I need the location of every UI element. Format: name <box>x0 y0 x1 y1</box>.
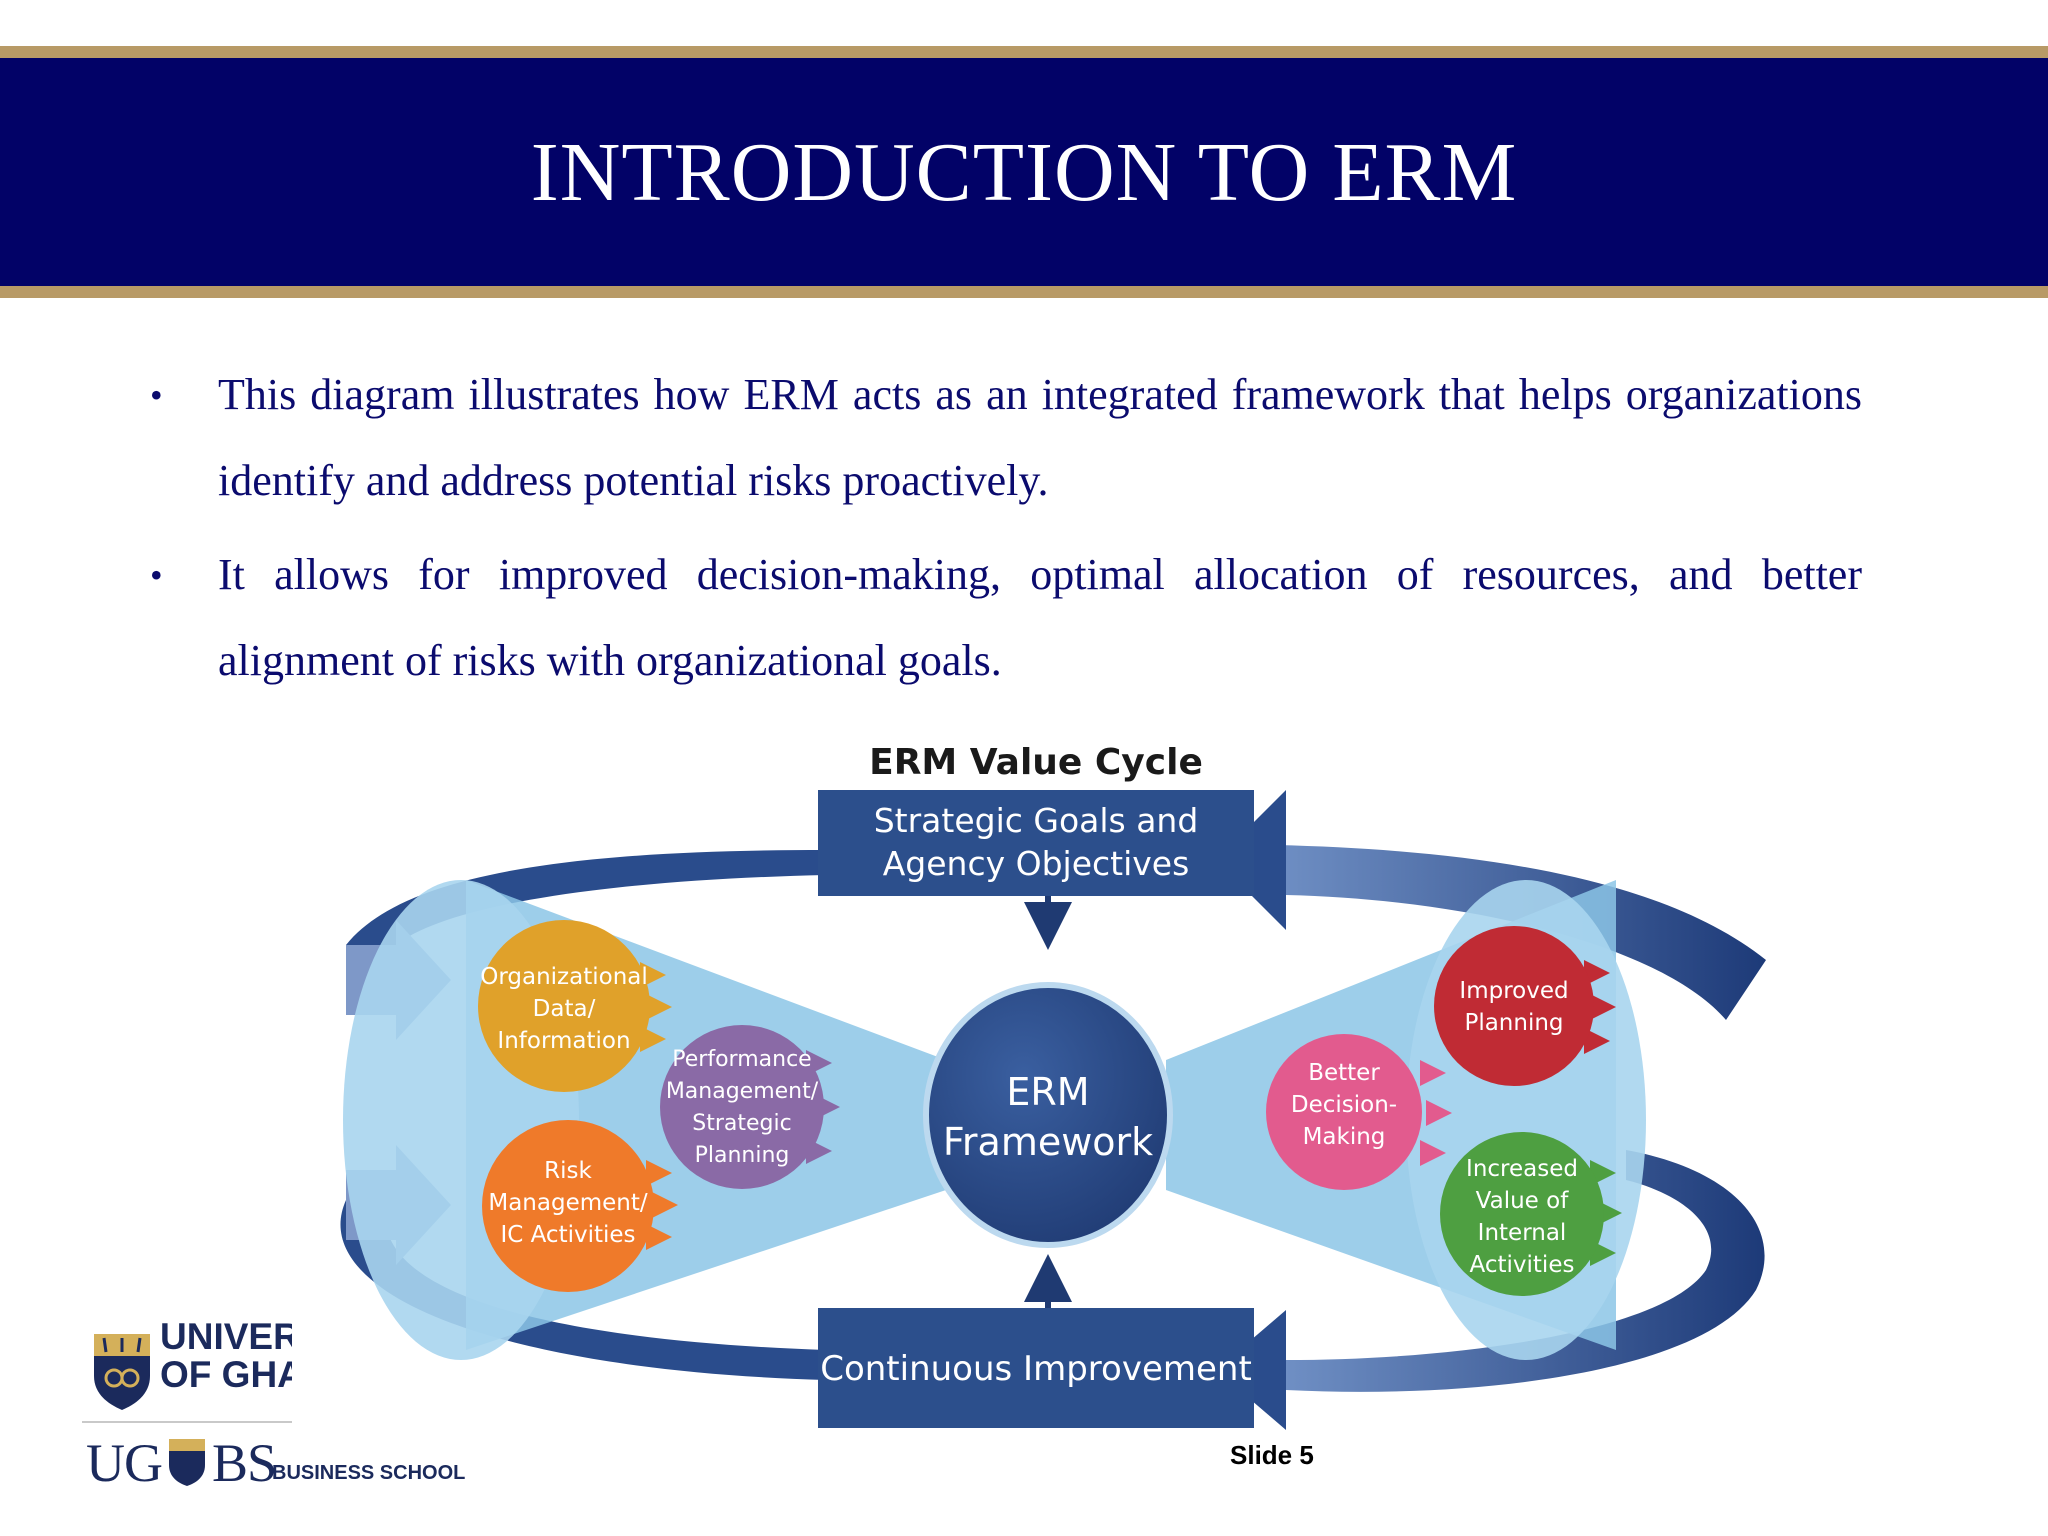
svg-text:Data/: Data/ <box>533 996 596 1022</box>
bullet-text: This diagram illustrates how ERM acts as… <box>218 370 1862 505</box>
left-top-arc <box>346 850 826 945</box>
logo-ug: UG <box>86 1433 163 1493</box>
erm-framework-line1: ERM <box>1006 1070 1089 1114</box>
svg-text:Strategic: Strategic <box>692 1111 791 1136</box>
org-data-node: Organizational Data/ Information <box>478 920 672 1092</box>
bullet-list: • This diagram illustrates how ERM acts a… <box>150 352 1862 712</box>
strategic-goals-line1: Strategic Goals and <box>874 801 1199 840</box>
svg-text:Making: Making <box>1303 1124 1386 1150</box>
continuous-improvement-box <box>818 1308 1254 1428</box>
svg-text:Management/: Management/ <box>488 1190 648 1216</box>
svg-text:Increased: Increased <box>1466 1156 1578 1182</box>
svg-text:Activities: Activities <box>1470 1252 1575 1278</box>
erm-framework-circle <box>923 982 1173 1248</box>
bullet-dot-icon: • <box>150 555 163 595</box>
right-bottom-arc <box>1286 1150 1765 1392</box>
slide-title: INTRODUCTION TO ERM <box>530 125 1518 219</box>
bullet-text: It allows for improved decision-making, … <box>218 550 1862 685</box>
bullet-item: • This diagram illustrates how ERM acts a… <box>150 352 1862 524</box>
svg-text:Information: Information <box>497 1028 630 1054</box>
crest-icon <box>94 1334 150 1410</box>
slide-number: Slide 5 <box>1230 1440 1314 1470</box>
bullet-item: • It allows for improved decision-making,… <box>150 532 1862 704</box>
continuous-improvement-label: Continuous Improvement <box>820 1349 1252 1389</box>
university-logo: UNIVERSITYOF GHANA UG BS <box>82 1318 292 1498</box>
performance-management-node: Performance Management/ Strategic Planni… <box>660 1025 840 1189</box>
logo-line2: OF GHANA <box>160 1354 292 1395</box>
better-decision-making-node: Better Decision- Making <box>1266 1034 1452 1190</box>
svg-text:Internal: Internal <box>1478 1220 1567 1246</box>
svg-text:Performance: Performance <box>672 1047 811 1072</box>
svg-text:Improved: Improved <box>1459 978 1568 1004</box>
diagram-title: ERM Value Cycle <box>869 742 1203 783</box>
bullet-dot-icon: • <box>150 375 163 415</box>
svg-text:Organizational: Organizational <box>480 964 648 990</box>
svg-text:Risk: Risk <box>544 1158 592 1184</box>
increased-value-node: Increased Value of Internal Activities <box>1440 1132 1622 1296</box>
logo-divider <box>82 1421 292 1423</box>
business-school-label: BUSINESS SCHOOL <box>272 1462 466 1484</box>
logo-bs: BS <box>212 1433 277 1493</box>
improved-planning-node: Improved Planning <box>1434 926 1616 1086</box>
strategic-goals-line2: Agency Objectives <box>883 844 1190 883</box>
svg-text:Decision-: Decision- <box>1291 1092 1397 1118</box>
svg-text:Planning: Planning <box>695 1143 790 1168</box>
ugbs-wordmark: UG BS <box>86 1432 277 1494</box>
right-top-arc <box>1276 845 1766 1020</box>
bottom-gold-stripe <box>0 286 2048 298</box>
erm-framework-line2: Framework <box>943 1120 1153 1164</box>
logo-line1: UNIVERSITY <box>160 1318 292 1357</box>
top-gold-stripe <box>0 46 2048 58</box>
risk-management-node: Risk Management/ IC Activities <box>482 1120 678 1292</box>
svg-text:Better: Better <box>1308 1060 1380 1086</box>
svg-text:Planning: Planning <box>1464 1010 1563 1036</box>
svg-text:IC Activities: IC Activities <box>500 1222 635 1248</box>
erm-value-cycle-diagram: ERM Value Cycle Strategic Goals and Agen… <box>340 742 1766 1430</box>
ugbs-crest-icon <box>169 1439 205 1486</box>
logo-university-name: UNIVERSITYOF GHANA <box>160 1318 292 1394</box>
title-banner <box>0 58 2048 286</box>
strategic-goals-box <box>818 790 1254 896</box>
svg-text:Management/: Management/ <box>666 1079 819 1104</box>
svg-text:Value of: Value of <box>1476 1188 1570 1214</box>
